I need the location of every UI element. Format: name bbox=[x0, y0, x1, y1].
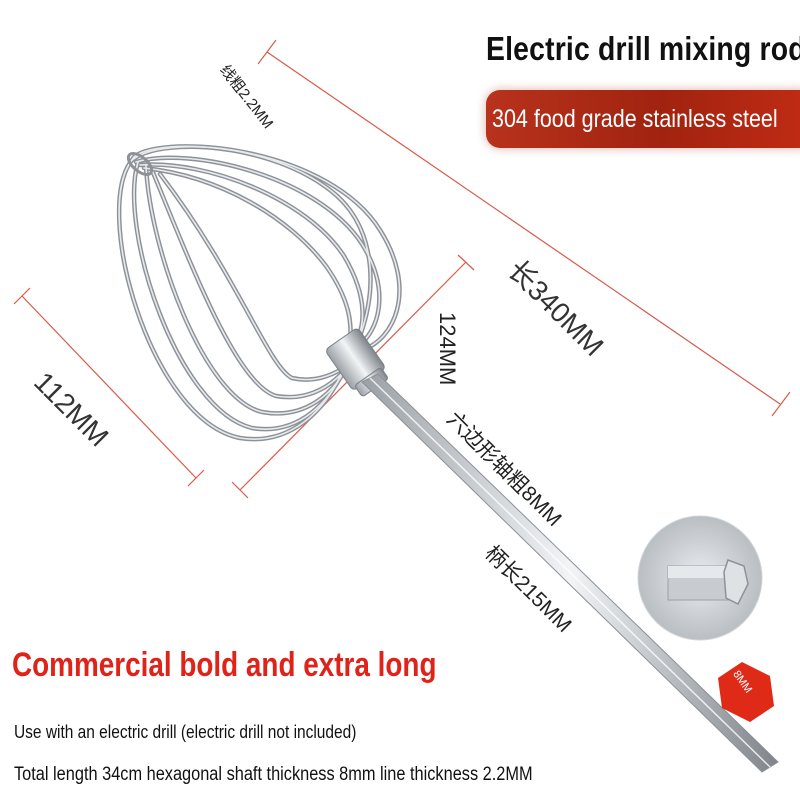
wire-dim-tick-top bbox=[257, 39, 277, 65]
head-height-label: 124MM bbox=[435, 312, 460, 386]
usage-note: Use with an electric drill (electric dri… bbox=[14, 722, 357, 742]
material-badge-label: 304 food grade stainless steel bbox=[492, 105, 778, 133]
hex-zoom-detail bbox=[637, 515, 763, 641]
material-badge: 304 food grade stainless steel bbox=[486, 90, 800, 148]
length-dim-tick-bottom bbox=[771, 391, 791, 417]
whisk-head bbox=[116, 144, 402, 442]
width-dim-tick-top bbox=[13, 287, 31, 305]
width-dim-tick-bottom bbox=[187, 469, 205, 487]
width-dim-line bbox=[21, 295, 197, 479]
spec-summary: Total length 34cm hexagonal shaft thickn… bbox=[14, 764, 533, 785]
page-title: Electric drill mixing rod bbox=[486, 30, 800, 67]
wire-dim-line bbox=[266, 51, 781, 405]
hex-size-marker bbox=[718, 662, 774, 722]
promo-headline: Commercial bold and extra long bbox=[12, 646, 437, 684]
height-dim-tick-top bbox=[457, 254, 475, 271]
hex-shaft bbox=[361, 373, 779, 773]
height-dim-tick-bottom bbox=[231, 481, 249, 499]
whisk-top-cap bbox=[126, 152, 154, 176]
